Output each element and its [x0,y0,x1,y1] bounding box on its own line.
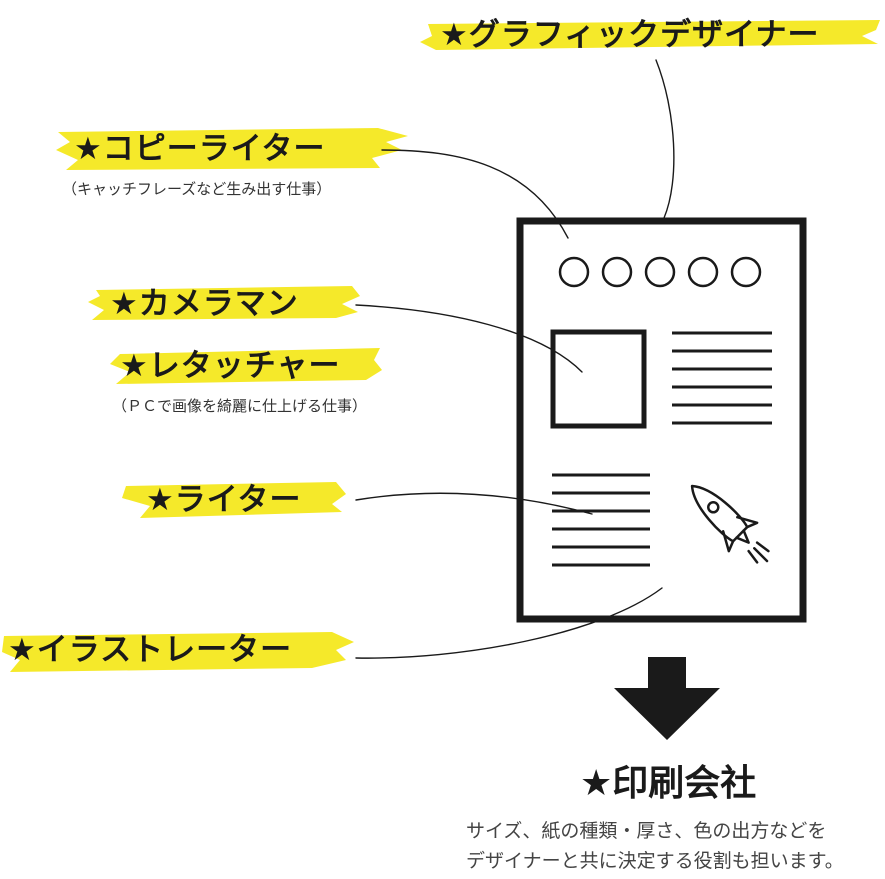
role-graphic-designer: ★グラフィックデザイナー [440,17,820,53]
connector-cameraman [355,304,583,373]
print-company-desc-line2: デザイナーと共に決定する役割も担います。 [466,850,844,872]
print-company-desc-line1: サイズ、紙の種類・厚さ、色の出方などを [466,820,827,842]
highlight-copywriter [56,128,408,170]
connector-writer [355,492,593,515]
role-illustrator: ★イラストレーター [8,632,293,668]
highlight-illustrator [2,632,354,672]
connector-graphic-designer [655,59,675,219]
retoucher-note: （ＰＣで画像を綺麗に仕上げる仕事） [112,397,368,415]
print-company-title: ★印刷会社 [580,763,757,804]
rocket-icon [690,484,770,564]
role-copywriter: ★コピーライター [74,131,326,167]
connector-copywriter [381,149,569,239]
document-frame [516,217,807,623]
role-cameraman: ★カメラマン [110,286,299,322]
highlight-graphic-designer [420,20,880,50]
arrow-down-icon [614,657,720,740]
role-retoucher: ★レタッチャー [120,348,341,384]
circle-icon [558,256,762,288]
highlight-writer [122,482,346,518]
role-writer: ★ライター [146,482,302,518]
highlight-cameraman [88,286,360,320]
copywriter-note: （キャッチフレーズなど生み出す仕事） [62,180,332,198]
text-lines-right [672,331,772,425]
highlight-retoucher [110,348,382,384]
image-placeholder-icon [550,329,647,429]
connector-illustrator [355,587,663,659]
text-lines-left [552,473,650,567]
